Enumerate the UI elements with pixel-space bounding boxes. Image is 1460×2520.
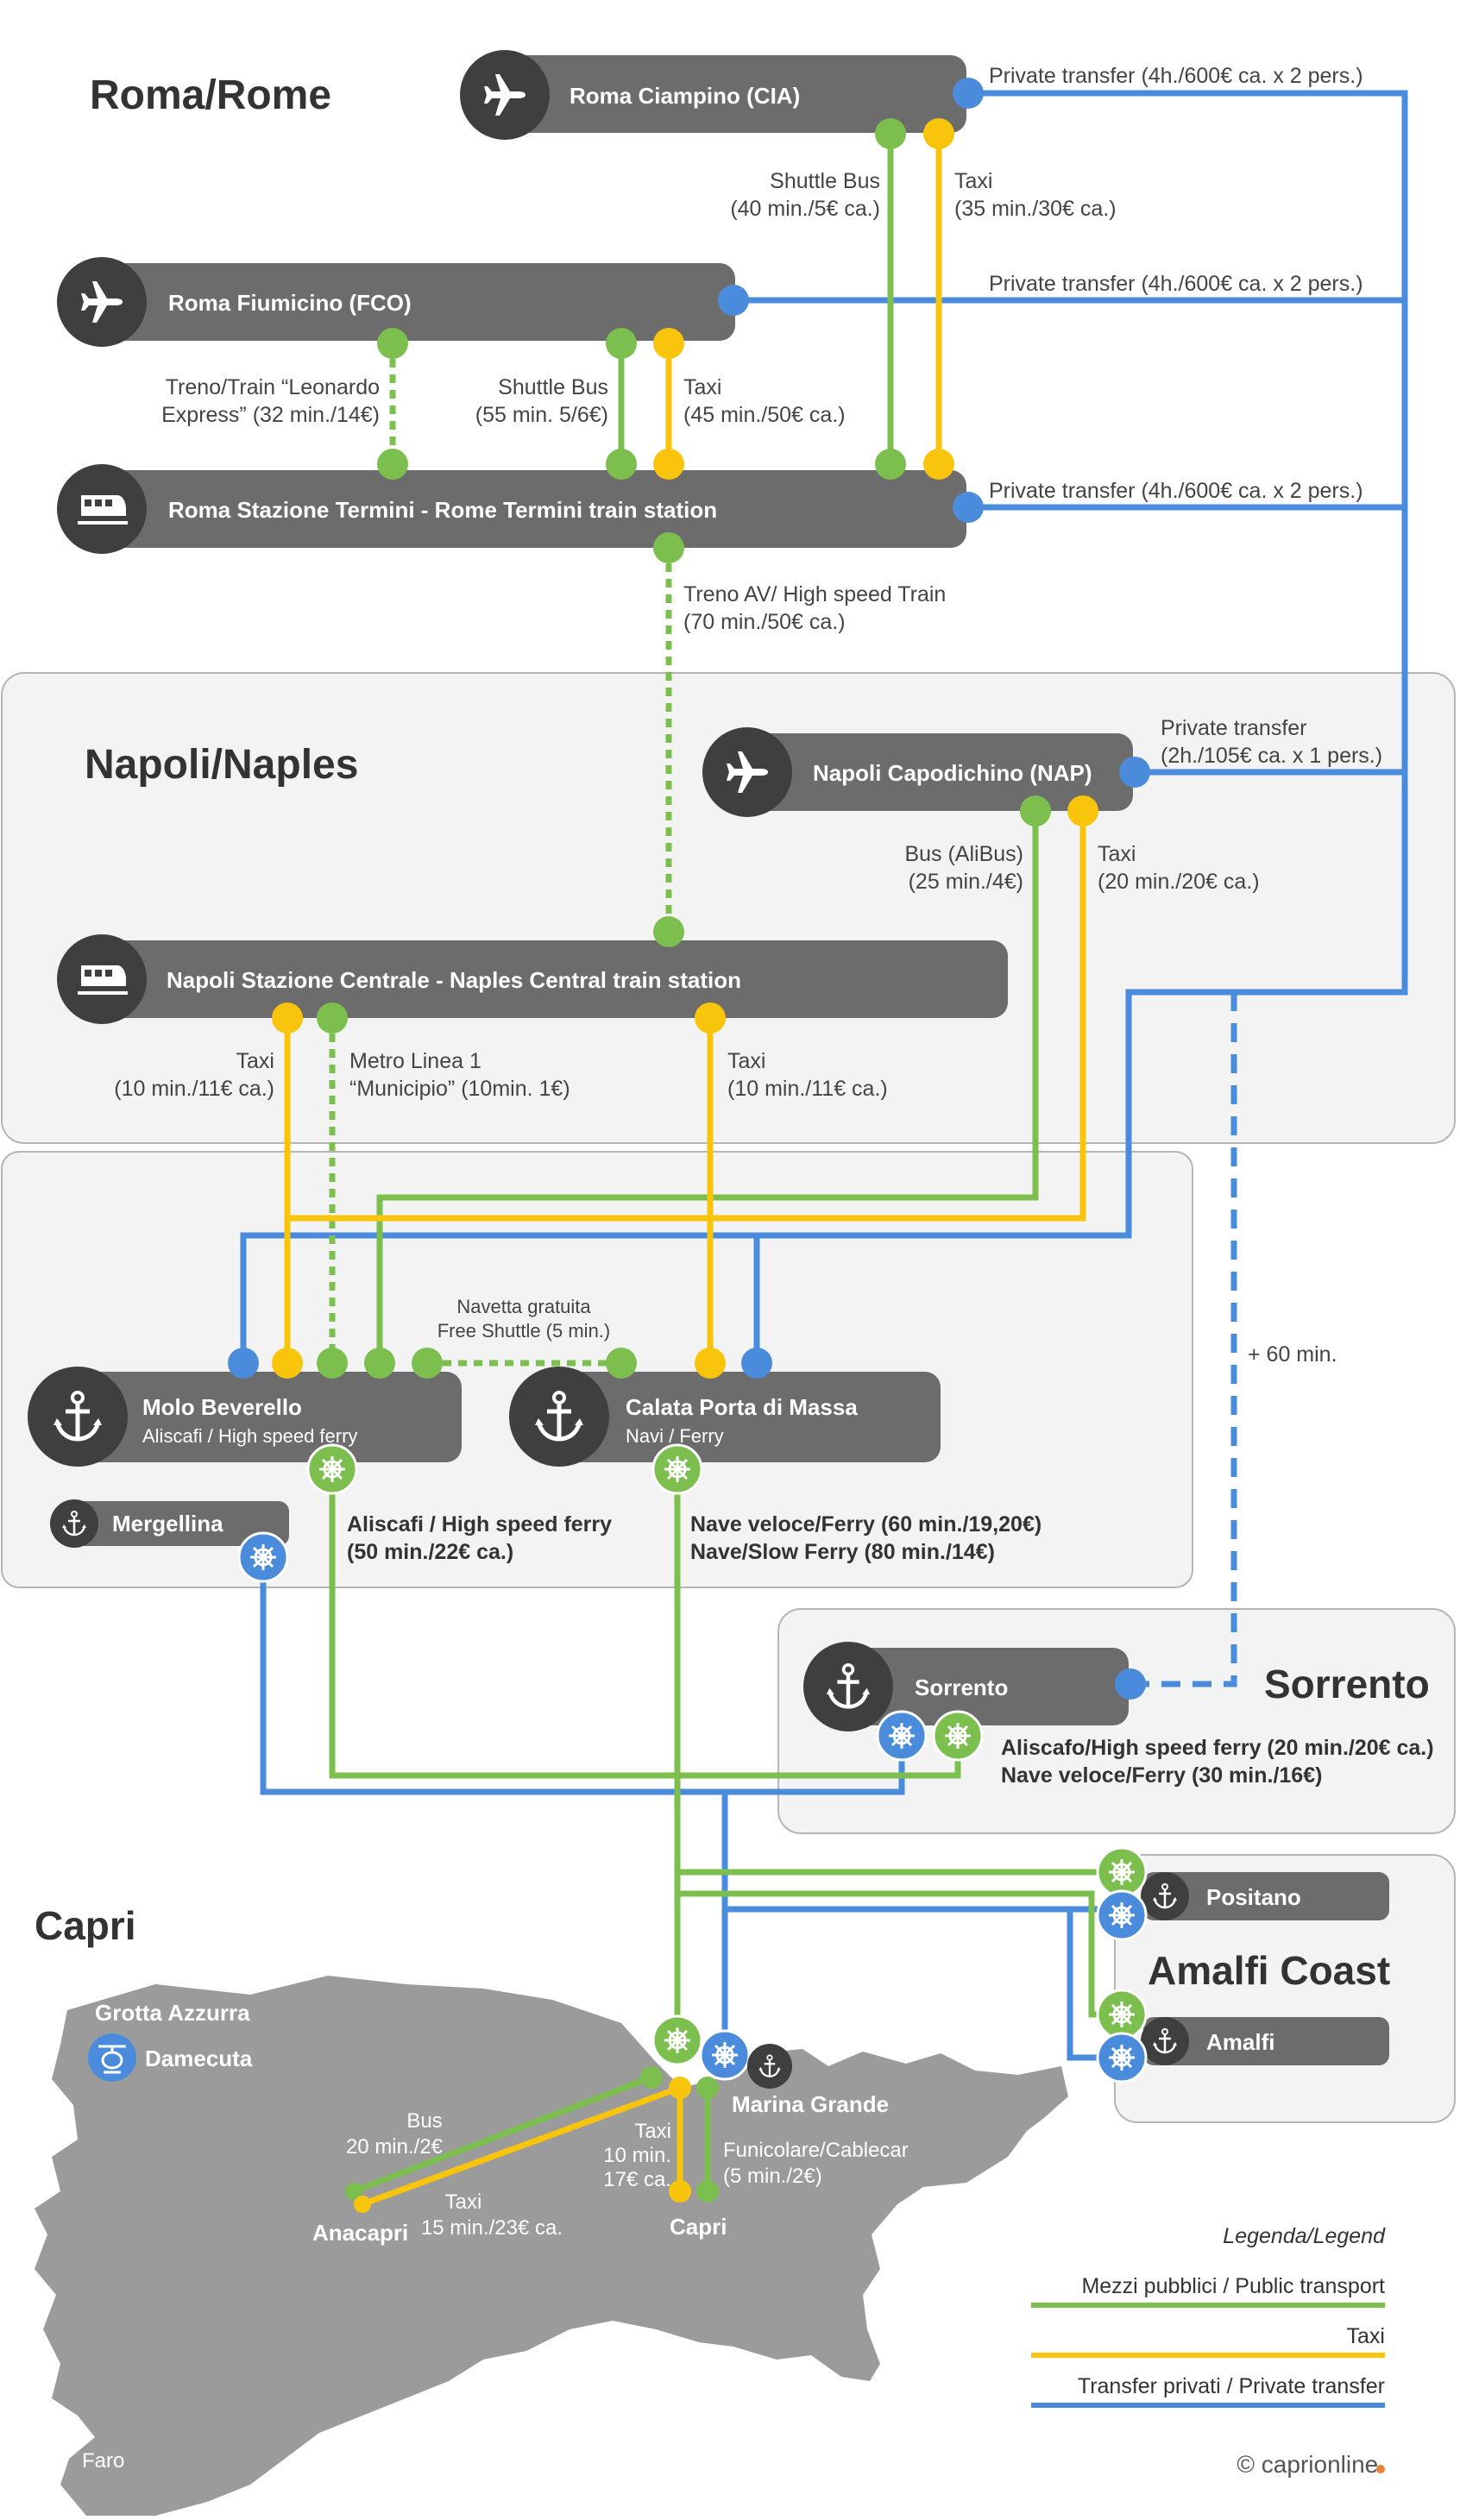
- node-centrale-label: Napoli Stazione Centrale - Naples Centra…: [167, 967, 741, 993]
- ship-wheel-icons: [237, 1443, 1148, 2083]
- credit-dot-icon: [1376, 2465, 1385, 2473]
- capri-grotta-label: Grotta Azzurra: [95, 2000, 250, 2026]
- node-amalfi-label: Amalfi: [1206, 2029, 1274, 2055]
- beverello-ferry-detail: (50 min./22€ ca.): [347, 1540, 513, 1564]
- legend-private-label: Transfer privati / Private transfer: [1078, 2374, 1385, 2398]
- nap-taxi-detail: (20 min./20€ ca.): [1098, 870, 1260, 894]
- node-sorrento-label: Sorrento: [915, 1675, 1008, 1700]
- node-fiumicino-label: Roma Fiumicino (FCO): [168, 290, 412, 316]
- massa-ferry-label: Nave veloce/Ferry (60 min./19,20€): [690, 1512, 1042, 1537]
- capri-faro-label: Faro: [82, 2449, 124, 2473]
- credit-logo: © caprionline.: [1237, 2451, 1385, 2478]
- nap-bus-label: Bus (AliBus): [904, 842, 1023, 866]
- helicopter-glyph: [98, 2045, 126, 2074]
- capri-town-label: Capri: [670, 2214, 727, 2240]
- node-fiumicino[interactable]: [72, 263, 735, 341]
- node-massa-label: Calata Porta di Massa: [626, 1394, 858, 1420]
- fiumicino-private-label: Private transfer (4h./600€ ca. x 2 pers.…: [989, 272, 1363, 296]
- capri-damecuta-label: Damecuta: [145, 2046, 253, 2071]
- capri-bus-label: Bus: [406, 2109, 442, 2133]
- centrale-taxi-right-label: Taxi: [727, 1049, 765, 1073]
- ciampino-bus-detail: (40 min./5€ ca.): [730, 197, 880, 221]
- metro-label: Metro Linea 1: [349, 1049, 481, 1073]
- node-termini[interactable]: [72, 470, 966, 548]
- connection-dots: [228, 78, 1150, 2213]
- region-amalfi: Amalfi Coast: [1148, 1948, 1390, 1993]
- ciampino-taxi-label: Taxi: [954, 169, 992, 193]
- shuttle-detail: Free Shuttle (5 min.): [437, 1320, 611, 1342]
- capri-funicular-label: Funicolare/Cablecar: [723, 2139, 909, 2162]
- centrale-taxi-left-label: Taxi: [236, 1049, 274, 1073]
- termini-private-label: Private transfer (4h./600€ ca. x 2 pers.…: [989, 479, 1363, 503]
- legend-public-label: Mezzi pubblici / Public transport: [1081, 2274, 1385, 2298]
- node-massa[interactable]: [561, 1372, 941, 1462]
- capri-island: [35, 1976, 1068, 2516]
- dashed-train-lines: [329, 343, 672, 1367]
- fco-bus-detail: (55 min. 5/6€): [475, 403, 608, 427]
- ciampino-bus-label: Shuttle Bus: [770, 169, 880, 193]
- fco-taxi-detail: (45 min./50€ ca.): [683, 403, 846, 427]
- fco-train-detail: Express” (32 min./14€): [161, 403, 380, 427]
- capri-taxi-anacapri-label: Taxi: [445, 2190, 482, 2214]
- fco-bus-label: Shuttle Bus: [498, 375, 608, 399]
- node-ciampino[interactable]: [475, 55, 966, 133]
- region-naples: Napoli/Naples: [85, 742, 358, 788]
- node-capodichino[interactable]: [733, 733, 1133, 811]
- capri-taxi-town-time: 10 min.: [603, 2144, 671, 2167]
- capri-anacapri-label: Anacapri: [312, 2220, 408, 2246]
- region-rome: Roma/Rome: [90, 72, 331, 118]
- node-beverello-sub: Aliscafi / High speed ferry: [142, 1425, 357, 1447]
- fco-train-label: Treno/Train “Leonardo: [166, 375, 380, 399]
- node-ciampino-label: Roma Ciampino (CIA): [570, 83, 800, 109]
- capri-taxi-anacapri-detail: 15 min./23€ ca.: [421, 2216, 563, 2240]
- capri-taxi-town-price: 17€ ca.: [603, 2168, 671, 2191]
- ciampino-taxi-detail: (35 min./30€ ca.): [954, 197, 1117, 221]
- node-beverello-label: Molo Beverello: [142, 1394, 302, 1420]
- node-termini-label: Roma Stazione Termini - Rome Termini tra…: [168, 497, 717, 523]
- taxi-lines: [284, 134, 1086, 2208]
- node-massa-sub: Navi / Ferry: [626, 1425, 724, 1447]
- node-centrale[interactable]: [72, 940, 1008, 1018]
- sorrento-ferry-detail: Nave veloce/Ferry (30 min./16€): [1001, 1763, 1322, 1788]
- helicopter-icon: [88, 2033, 136, 2082]
- port-panel: [1, 1151, 1193, 1588]
- node-mergellina[interactable]: [60, 1501, 289, 1546]
- dashed-sorrento-line: [1130, 992, 1237, 1687]
- massa-ferry-detail: Nave/Slow Ferry (80 min./14€): [690, 1540, 995, 1564]
- nap-private-label: Private transfer: [1161, 716, 1307, 740]
- sorrento-ferry-label: Aliscafo/High speed ferry (20 min./20€ c…: [1001, 1736, 1434, 1760]
- beverello-ferry-label: Aliscafi / High speed ferry: [347, 1512, 612, 1537]
- node-sorrento[interactable]: [846, 1648, 1129, 1725]
- centrale-taxi-left-detail: (10 min./11€ ca.): [114, 1077, 274, 1101]
- ciampino-private-label: Private transfer (4h./600€ ca. x 2 pers.…: [989, 64, 1363, 88]
- node-capodichino-label: Napoli Capodichino (NAP): [813, 760, 1092, 786]
- nap-bus-detail: (25 min./4€): [909, 870, 1023, 894]
- capri-marina-label: Marina Grande: [732, 2091, 889, 2117]
- legend-title: Legenda/Legend: [1223, 2224, 1386, 2248]
- region-capri: Capri: [35, 1903, 136, 1948]
- hs-train-detail: (70 min./50€ ca.): [683, 610, 846, 634]
- nap-private-detail: (2h./105€ ca. x 1 pers.): [1161, 744, 1382, 768]
- capri-bus-detail: 20 min./2€: [346, 2135, 444, 2159]
- hs-train-label: Treno AV/ High speed Train: [683, 582, 946, 606]
- node-positano[interactable]: [1143, 1872, 1389, 1920]
- node-positano-label: Positano: [1206, 1884, 1301, 1910]
- nap-taxi-label: Taxi: [1098, 842, 1136, 866]
- node-beverello[interactable]: [60, 1372, 462, 1462]
- metro-detail: “Municipio” (10min. 1€): [349, 1077, 570, 1101]
- fco-taxi-label: Taxi: [683, 375, 721, 399]
- capri-taxi-town-label: Taxi: [634, 2120, 671, 2143]
- node-mergellina-label: Mergellina: [112, 1511, 223, 1537]
- capri-funicular-detail: (5 min./2€): [723, 2165, 822, 2188]
- plus60-label: + 60 min.: [1248, 1342, 1337, 1367]
- centrale-taxi-right-detail: (10 min./11€ ca.): [727, 1077, 888, 1101]
- node-amalfi[interactable]: [1143, 2017, 1389, 2065]
- shuttle-label: Navetta gratuita: [456, 1296, 591, 1317]
- legend-taxi-label: Taxi: [1347, 2324, 1385, 2348]
- region-sorrento: Sorrento: [1264, 1662, 1430, 1706]
